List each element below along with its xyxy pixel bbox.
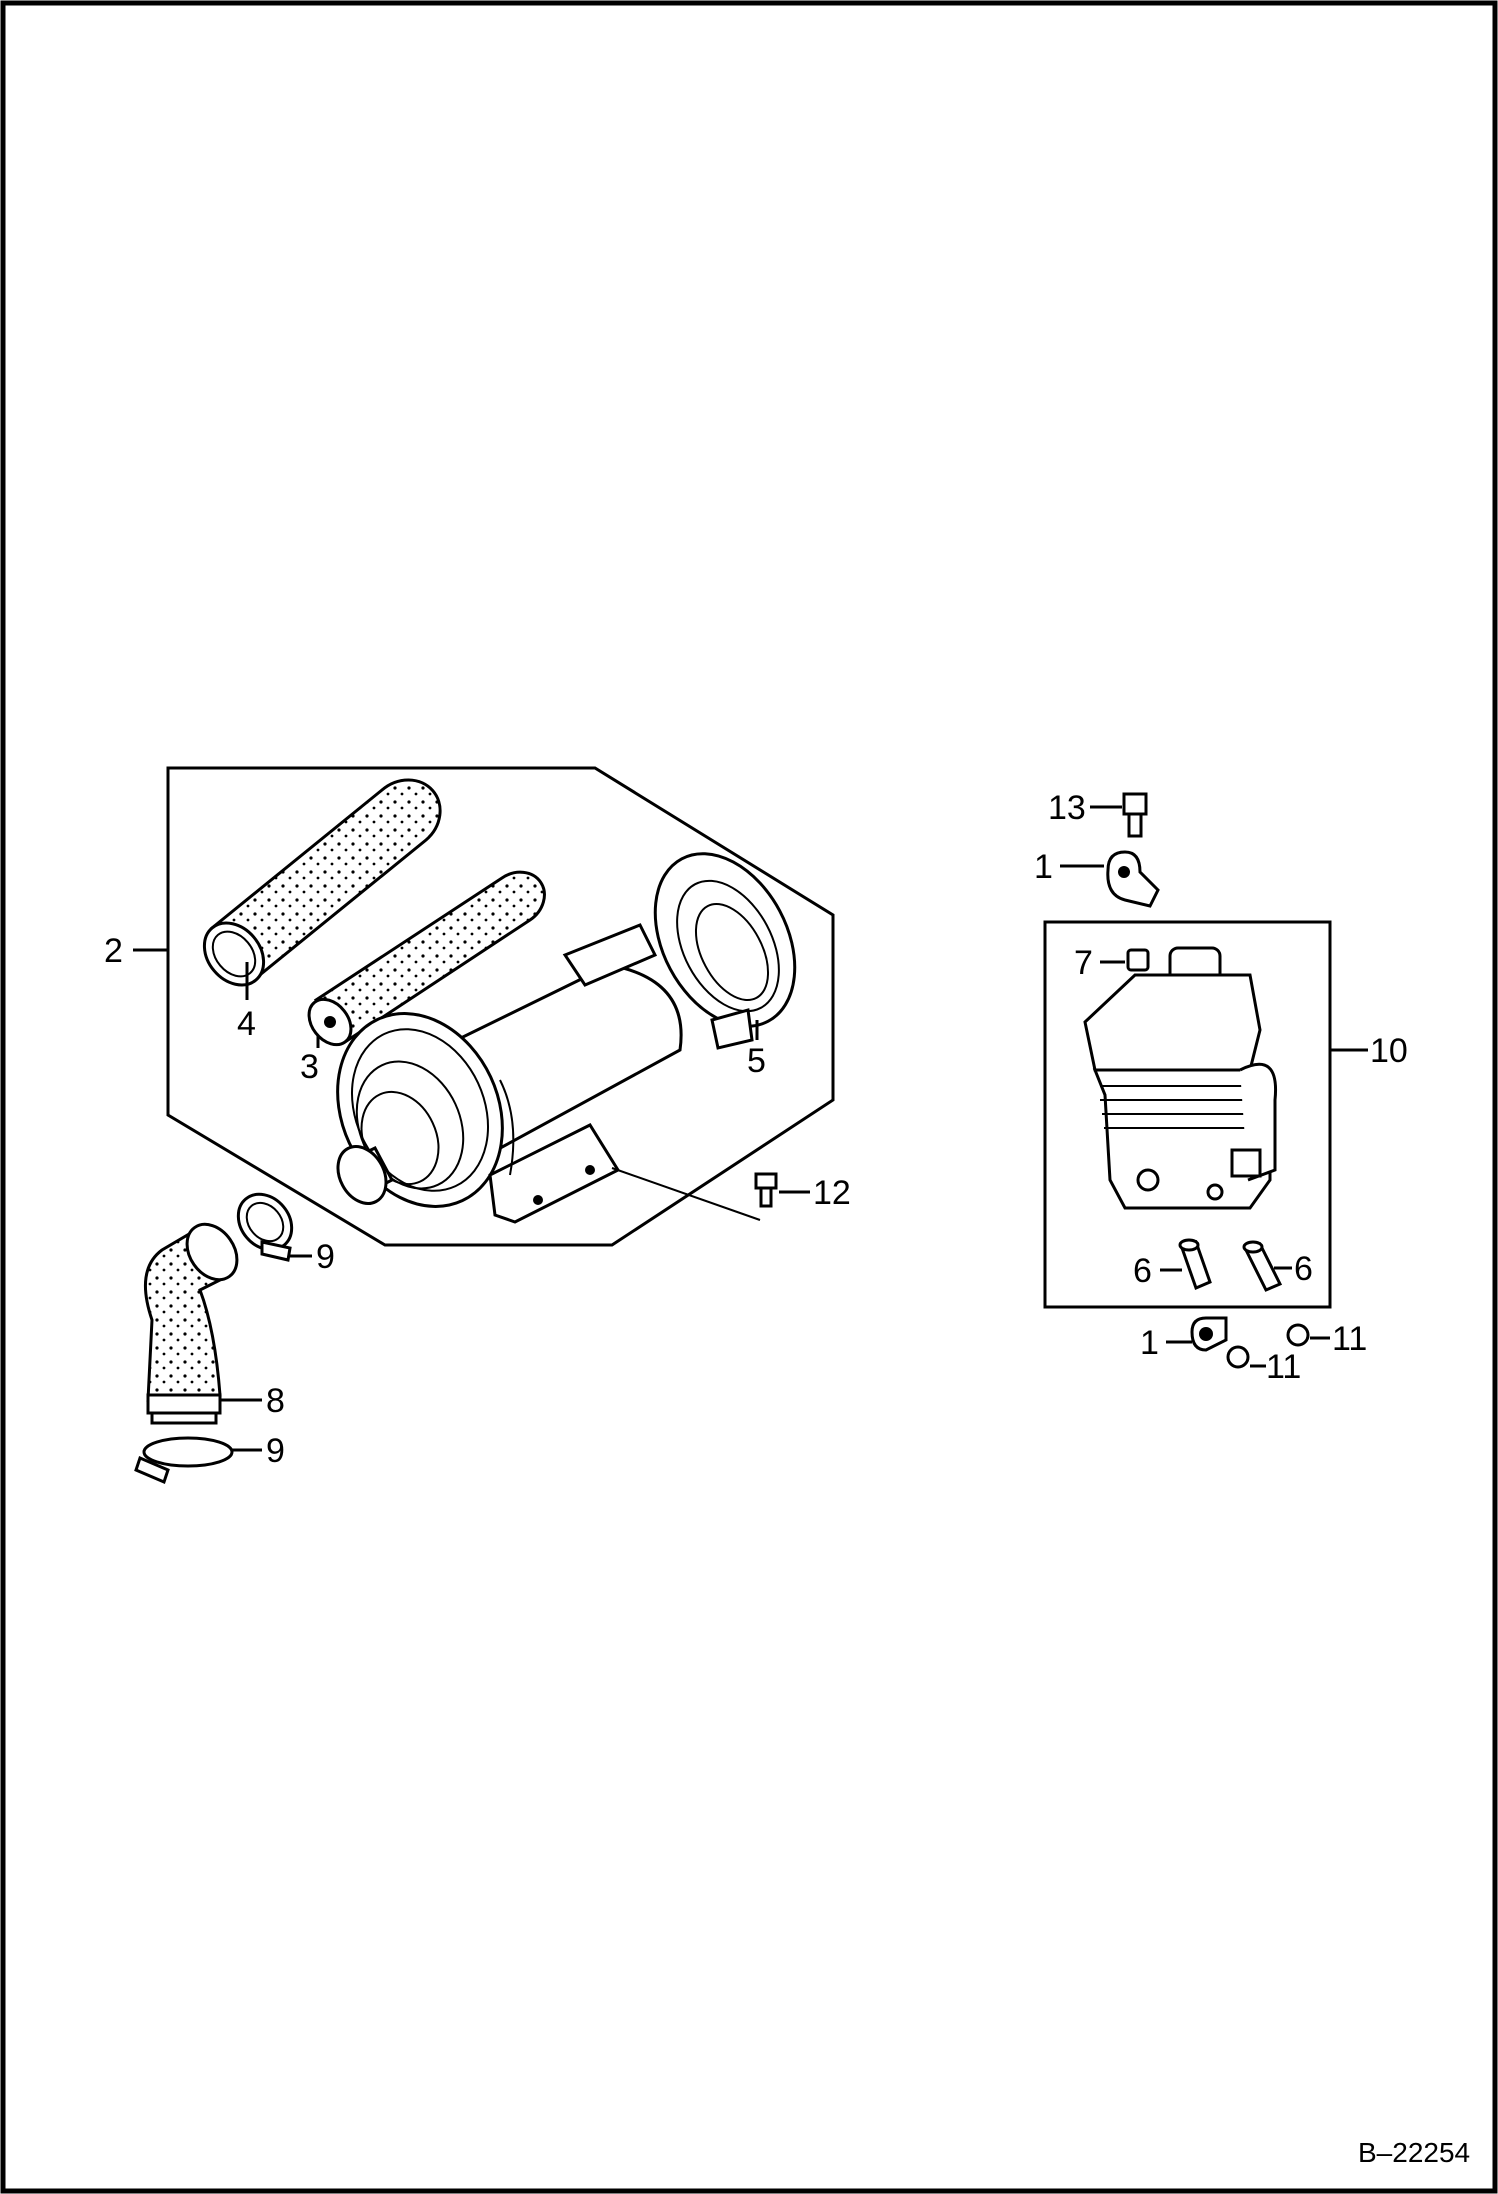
reserve-tank-outline <box>1043 920 1332 1309</box>
svg-text:1: 1 <box>1140 1324 1159 1362</box>
callout-9-lower: 9 <box>232 1432 285 1470</box>
clamp-1-upper <box>1106 850 1160 908</box>
nipple-6-right <box>1242 1240 1283 1292</box>
callout-4: 4 <box>237 962 256 1043</box>
callout-2: 2 <box>104 932 168 970</box>
svg-text:9: 9 <box>316 1238 335 1276</box>
figure-reference: B–22254 <box>1358 2137 1470 2168</box>
callout-6-left: 6 <box>1133 1252 1182 1290</box>
callout-1-lower: 1 <box>1140 1324 1192 1362</box>
svg-text:6: 6 <box>1133 1252 1152 1290</box>
svg-text:7: 7 <box>1074 944 1093 982</box>
bolt-13 <box>1122 792 1148 838</box>
svg-text:1: 1 <box>1034 848 1053 886</box>
nut-11-left <box>1226 1345 1250 1369</box>
nut-11-right <box>1286 1323 1310 1347</box>
reserve-tank-group: 13 1 7 10 6 6 1 11 <box>1034 789 1408 1386</box>
svg-text:10: 10 <box>1370 1032 1408 1070</box>
intake-hose-group: 9 8 9 <box>134 1192 335 1485</box>
intake-hose <box>143 1222 239 1425</box>
nipple-6-left <box>1178 1238 1212 1291</box>
hose-clamp-upper <box>236 1192 294 1262</box>
callout-9-upper: 9 <box>290 1238 335 1276</box>
end-cap <box>653 852 797 1050</box>
svg-text:12: 12 <box>813 1174 851 1212</box>
svg-text:11: 11 <box>1266 1348 1301 1386</box>
callout-11-left: 11 <box>1250 1348 1301 1386</box>
svg-text:2: 2 <box>104 932 123 970</box>
callout-11-right: 11 <box>1310 1320 1367 1358</box>
cap-7 <box>1126 948 1150 972</box>
reserve-tank <box>1083 946 1278 1210</box>
clamp-1-lower <box>1190 1316 1228 1352</box>
callout-7: 7 <box>1074 944 1125 982</box>
inner-filter-element <box>307 870 546 1047</box>
svg-text:9: 9 <box>266 1432 285 1470</box>
air-cleaner-outline <box>166 766 835 1247</box>
svg-text:8: 8 <box>266 1382 285 1420</box>
svg-text:5: 5 <box>747 1042 766 1080</box>
svg-text:3: 3 <box>300 1048 319 1086</box>
bolt-12 <box>611 1167 778 1221</box>
callout-5: 5 <box>747 1020 766 1080</box>
svg-text:4: 4 <box>237 1005 256 1043</box>
air-cleaner-body <box>336 923 683 1224</box>
outer-filter-element <box>202 778 442 987</box>
callout-12: 12 <box>779 1174 851 1212</box>
callout-6-right: 6 <box>1274 1250 1313 1288</box>
svg-text:11: 11 <box>1332 1320 1367 1358</box>
callout-10: 10 <box>1330 1032 1408 1070</box>
callout-3: 3 <box>300 1035 320 1086</box>
hose-clamp-lower <box>134 1436 234 1485</box>
air-cleaner-group: 2 4 3 5 12 <box>104 766 851 1247</box>
callout-8: 8 <box>220 1382 285 1420</box>
callout-1-upper: 1 <box>1034 848 1104 886</box>
callout-13: 13 <box>1048 789 1122 827</box>
svg-text:13: 13 <box>1048 789 1086 827</box>
svg-text:6: 6 <box>1294 1250 1313 1288</box>
